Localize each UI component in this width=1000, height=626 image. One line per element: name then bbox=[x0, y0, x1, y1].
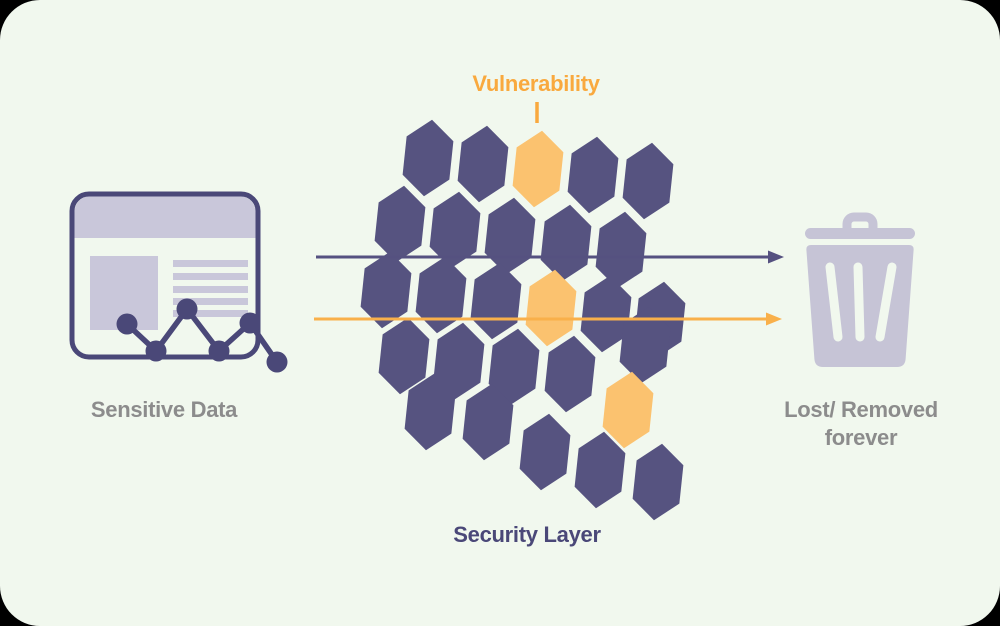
chart-dot bbox=[176, 298, 198, 320]
hexagon-secure bbox=[632, 443, 684, 521]
security-layer-honeycomb bbox=[360, 119, 686, 521]
browser-header bbox=[74, 196, 256, 238]
hexagon-secure bbox=[567, 136, 619, 214]
chart-dots bbox=[116, 298, 288, 373]
hexagon-secure bbox=[374, 185, 426, 263]
trash-slats bbox=[825, 262, 897, 342]
sensitive-data-icon bbox=[69, 191, 288, 373]
chart-dot bbox=[116, 313, 138, 335]
hexagon-secure bbox=[457, 125, 509, 203]
sensitive-data-label: Sensitive Data bbox=[90, 397, 238, 422]
hexagon-secure bbox=[540, 204, 592, 282]
security-layer-label: Security Layer bbox=[453, 522, 601, 547]
lost-removed-label: Lost/ Removed forever bbox=[784, 396, 938, 452]
arrow-data-secure-head bbox=[768, 250, 784, 264]
hexagon-secure bbox=[433, 322, 485, 400]
arrow-data-leak-head bbox=[766, 312, 782, 326]
hexagon-vulnerable bbox=[602, 371, 654, 449]
hexagon-secure bbox=[574, 431, 626, 509]
hexagon-secure bbox=[470, 262, 522, 340]
hexagon-secure bbox=[519, 413, 571, 491]
text-line bbox=[173, 260, 248, 267]
browser-text-lines bbox=[173, 260, 248, 317]
hexagon-secure bbox=[595, 211, 647, 289]
hexagon-secure bbox=[360, 251, 412, 329]
hexagon-secure bbox=[378, 317, 430, 395]
trash-icon bbox=[805, 212, 915, 367]
trash-slat bbox=[825, 262, 843, 342]
hexagon-secure bbox=[415, 256, 467, 334]
hexagon-secure bbox=[580, 275, 632, 353]
hexagon-secure bbox=[484, 197, 536, 275]
hexagon-secure bbox=[544, 335, 596, 413]
hexagon-secure bbox=[402, 119, 454, 197]
text-line bbox=[173, 310, 248, 317]
trash-lid bbox=[805, 228, 915, 239]
hexagon-vulnerable bbox=[525, 269, 577, 347]
chart-dot bbox=[208, 340, 230, 362]
text-line bbox=[173, 273, 248, 280]
chart-dot bbox=[239, 312, 261, 334]
vulnerability-label: Vulnerability bbox=[472, 71, 600, 96]
data-flow-arrows bbox=[314, 250, 784, 326]
text-line bbox=[173, 298, 248, 305]
hexagon-secure bbox=[462, 383, 514, 461]
hexagon-secure bbox=[429, 191, 481, 269]
chart-dot bbox=[266, 351, 288, 373]
lost-removed-line1: Lost/ Removed bbox=[784, 397, 938, 422]
lost-removed-line2: forever bbox=[824, 425, 898, 450]
hexagon-vulnerable bbox=[512, 130, 564, 208]
trash-slat bbox=[875, 262, 897, 342]
hexagon-secure bbox=[488, 328, 540, 406]
hexagon-secure bbox=[619, 306, 671, 384]
text-line bbox=[173, 286, 248, 293]
trash-handle bbox=[842, 212, 878, 229]
browser-frame bbox=[69, 191, 261, 360]
hexagon-secure bbox=[622, 142, 674, 220]
chart-dot bbox=[145, 340, 167, 362]
hexagon-secure bbox=[404, 373, 456, 451]
trash-slat bbox=[853, 262, 865, 342]
